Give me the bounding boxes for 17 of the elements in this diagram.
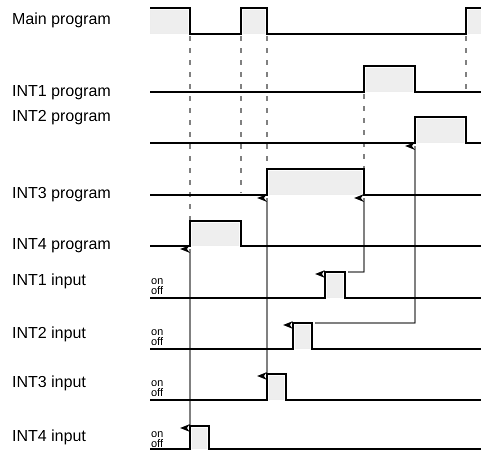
signal-name: INT2 program xyxy=(12,108,111,126)
signal-name: INT2 input xyxy=(12,325,86,343)
signal-name: INT1 program xyxy=(12,83,111,101)
state-label: on xyxy=(151,429,164,439)
signal-name: INT3 program xyxy=(12,185,111,203)
state-label: off xyxy=(151,286,164,296)
signal-name: Main program xyxy=(12,11,111,29)
state-label: off xyxy=(151,388,164,398)
signal-name: INT4 input xyxy=(12,428,86,446)
state-label: on xyxy=(151,276,164,286)
state-label: on xyxy=(151,378,164,388)
state-label: on xyxy=(151,327,164,337)
signal-name: INT4 program xyxy=(12,236,111,254)
state-label: off xyxy=(151,337,164,347)
signal-name: INT3 input xyxy=(12,374,86,392)
signal-name: INT1 input xyxy=(12,272,86,290)
state-label: off xyxy=(151,439,164,449)
